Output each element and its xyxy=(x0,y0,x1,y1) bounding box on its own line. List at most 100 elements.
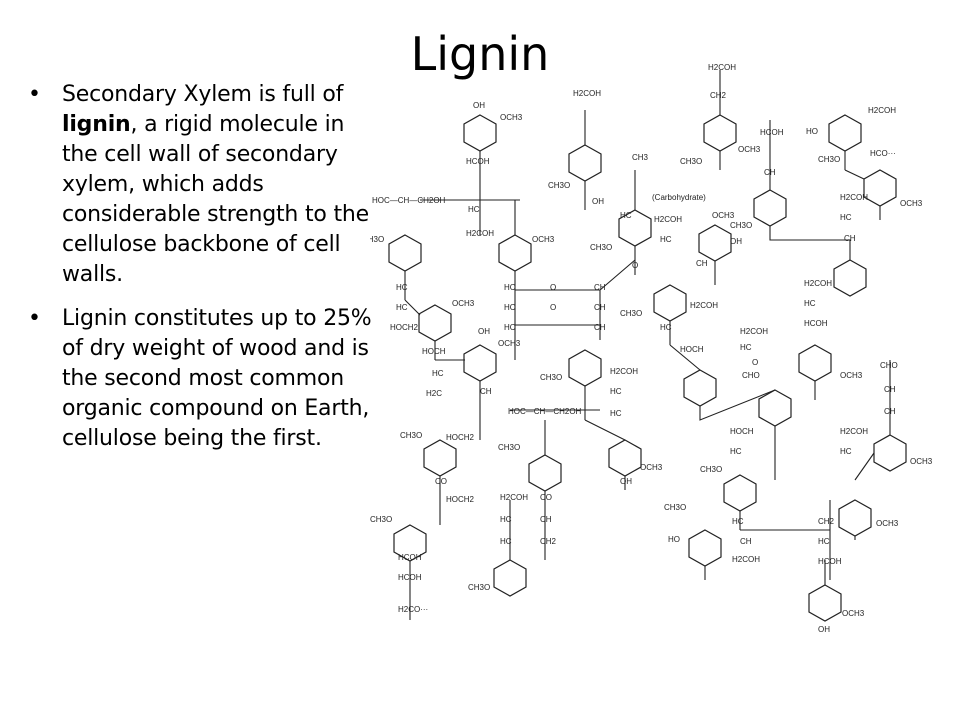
label-oh: OH xyxy=(818,625,830,634)
label-oh: OH xyxy=(478,327,490,336)
label-h2coh: H2COH xyxy=(840,193,868,202)
bond xyxy=(404,271,600,360)
ring-8 xyxy=(698,224,732,262)
bullet-dot: • xyxy=(28,306,41,331)
label-ch3o: CH3O xyxy=(590,243,612,252)
bond xyxy=(739,360,891,580)
bond xyxy=(704,452,875,585)
bullet-dot: • xyxy=(28,82,41,107)
label-oh: OH xyxy=(620,477,632,486)
label-hc: HC xyxy=(610,387,622,396)
label-hoch2: HOCH2 xyxy=(446,433,475,442)
ring-1 xyxy=(463,114,497,152)
label-ch: CH xyxy=(764,168,776,177)
label-ch2: CH2 xyxy=(710,91,727,100)
label-hc: HC xyxy=(818,537,830,546)
bond xyxy=(669,261,716,371)
label-ch2: CH2 xyxy=(818,517,835,526)
bond xyxy=(844,151,881,220)
bonds xyxy=(404,70,891,620)
label-hoch2: HOCH2 xyxy=(390,323,419,332)
label-ch: CH xyxy=(594,323,606,332)
bullet-list: • Secondary Xylem is full of lignin, a r… xyxy=(24,80,374,468)
bond xyxy=(510,386,626,455)
label-co: CO xyxy=(540,493,552,502)
label-ch3o: CH3O xyxy=(680,157,702,166)
label-h2coh: H2COH xyxy=(466,229,494,238)
ring-13 xyxy=(418,304,452,342)
bond xyxy=(409,476,441,620)
bullet-1-text-before: Secondary Xylem is full of xyxy=(62,82,344,107)
label-hcoh: HCOH xyxy=(466,157,490,166)
ring-2 xyxy=(568,144,602,182)
bullet-item-1: • Secondary Xylem is full of lignin, a r… xyxy=(24,80,374,290)
label-h2coh: H2COH xyxy=(573,89,601,98)
ring-4 xyxy=(828,114,862,152)
label-ho: HO xyxy=(668,535,680,544)
ring-9 xyxy=(388,234,422,272)
label-h2coh: H2COH xyxy=(654,215,682,224)
label-ch: CH xyxy=(740,537,752,546)
label-ch3o: CH3O xyxy=(400,431,422,440)
label-ch3o: CH3O xyxy=(700,465,722,474)
label-h2coh: H2COH xyxy=(690,301,718,310)
ring-11 xyxy=(833,259,867,297)
bullet-1-bold-term: lignin xyxy=(62,112,131,137)
label-hcoh: HCOH xyxy=(760,128,784,137)
label-ch3o: CH3O xyxy=(730,221,752,230)
label-o: O xyxy=(550,303,556,312)
label-ch: CH xyxy=(844,234,856,243)
label-ch2: CH2 xyxy=(540,537,557,546)
label-hc: HC xyxy=(504,323,516,332)
label-hc: HC xyxy=(396,283,408,292)
label-ch: CH xyxy=(540,515,552,524)
label-ch3: CH3 xyxy=(632,153,649,162)
ring-5 xyxy=(863,169,897,207)
label-hc: HC xyxy=(730,447,742,456)
ring-20 xyxy=(528,454,562,492)
label-hcoh: HCOH xyxy=(398,553,422,562)
label-hoch2: HOCH2 xyxy=(446,495,475,504)
ring-6 xyxy=(753,189,787,227)
slide-title: Lignin xyxy=(410,27,550,81)
label-och3: OCH3 xyxy=(452,299,475,308)
label-och3: OCH3 xyxy=(910,457,933,466)
ring-23 xyxy=(723,474,757,512)
label-h2co: H2CO··· xyxy=(398,605,428,614)
label-h2coh: H2COH xyxy=(610,367,638,376)
label-o: O xyxy=(632,261,638,270)
label-och3: OCH3 xyxy=(712,211,735,220)
label-ch3o: CH3O xyxy=(818,155,840,164)
bond xyxy=(699,381,816,480)
label-ch3o: CH3O xyxy=(620,309,642,318)
ring-12 xyxy=(653,284,687,322)
label-o: O xyxy=(550,283,556,292)
bond xyxy=(420,151,520,235)
ring-28 xyxy=(808,584,842,622)
bond xyxy=(434,341,481,440)
label-ch3o: CH3O xyxy=(664,503,686,512)
ring-18 xyxy=(758,389,792,427)
label-ch3o: CH3O xyxy=(468,583,490,592)
label-oh: OH xyxy=(473,101,485,110)
label-hc: HC xyxy=(740,343,752,352)
label-och3: OCH3 xyxy=(842,609,865,618)
label-hco: HCO··· xyxy=(870,149,896,158)
ring-27 xyxy=(493,559,527,597)
bond xyxy=(599,259,636,340)
label-och3: OCH3 xyxy=(876,519,899,528)
label-ho: HO xyxy=(806,127,818,136)
bullet-1-text-after: , a rigid molecule in the cell wall of s… xyxy=(62,112,369,287)
label-ch3o: CH3O xyxy=(540,373,562,382)
label-hoch: HOCH xyxy=(680,345,704,354)
label-h2coh: H2COH xyxy=(740,327,768,336)
ring-14 xyxy=(463,344,497,382)
ring-22 xyxy=(873,434,907,472)
label-ch3o: CH3O xyxy=(548,181,570,190)
label-och3: OCH3 xyxy=(640,463,663,472)
label-hc: HC xyxy=(660,235,672,244)
ring-16 xyxy=(798,344,832,382)
label-hcoh: HCOH xyxy=(398,573,422,582)
label-hc: HC xyxy=(840,213,852,222)
ring-3 xyxy=(703,114,737,152)
